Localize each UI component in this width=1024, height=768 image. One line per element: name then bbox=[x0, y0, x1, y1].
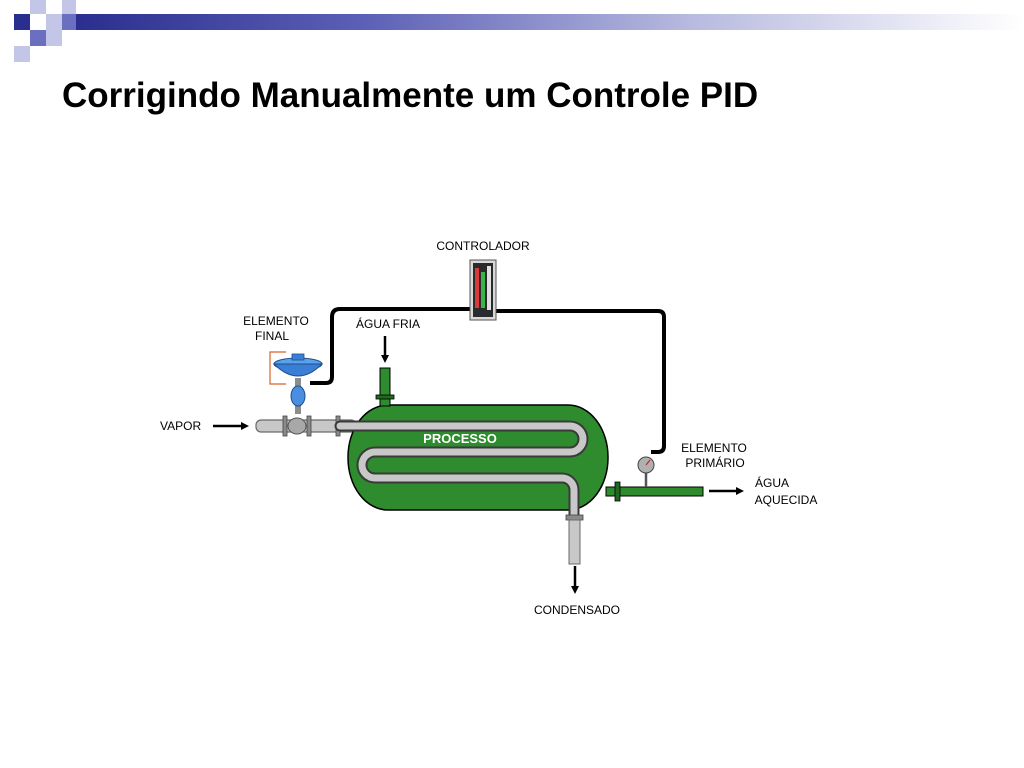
controller bbox=[469, 259, 497, 321]
label-elemento-primario-line2: PRIMÁRIO bbox=[685, 455, 744, 470]
cold-water-arrow-head bbox=[381, 355, 389, 363]
controller-bar-white bbox=[487, 266, 491, 310]
controller-bar-green bbox=[481, 272, 485, 308]
condensate-flange bbox=[565, 514, 584, 521]
control-valve bbox=[269, 351, 324, 414]
label-condensado: CONDENSADO bbox=[534, 603, 620, 617]
cold-water-flange bbox=[375, 394, 395, 400]
cold-water-nozzle bbox=[379, 367, 391, 407]
label-elemento-final-line2: FINAL bbox=[255, 329, 289, 343]
cold-water-arrow bbox=[381, 336, 389, 363]
valve-positioner-tube bbox=[269, 351, 286, 385]
deco-square bbox=[30, 0, 46, 14]
valve-yoke bbox=[290, 385, 306, 407]
label-agua-aquecida-line2: AQUECIDA bbox=[755, 493, 818, 507]
valve-actuator-diaphragm bbox=[272, 363, 324, 377]
signal-line-to-sensor bbox=[496, 309, 666, 454]
coil-fill bbox=[336, 422, 587, 526]
pipe-flange bbox=[306, 415, 312, 437]
label-elemento-final-line1: ELEMENTO bbox=[243, 314, 309, 328]
hot-water-pipe bbox=[605, 486, 704, 497]
label-controlador: CONTROLADOR bbox=[436, 239, 530, 253]
label-processo: PROCESSO bbox=[423, 431, 497, 446]
deco-square bbox=[62, 14, 76, 30]
deco-square bbox=[46, 30, 62, 46]
condensate-outlet bbox=[565, 514, 584, 594]
signal-lines bbox=[310, 307, 666, 454]
hot-water-flange bbox=[614, 481, 621, 502]
label-elemento-primario-line1: ELEMENTO bbox=[681, 441, 747, 455]
header-bar bbox=[76, 14, 1024, 30]
deco-square bbox=[62, 0, 76, 14]
slide-title: Corrigindo Manualmente um Controle PID bbox=[62, 76, 759, 115]
sensor-needle bbox=[645, 459, 651, 466]
label-vapor: VAPOR bbox=[160, 419, 201, 433]
deco-square bbox=[30, 30, 46, 46]
valve-body bbox=[287, 417, 307, 435]
deco-square bbox=[14, 14, 30, 30]
label-agua-fria: ÁGUA FRIA bbox=[356, 316, 420, 331]
valve-actuator-cap bbox=[291, 353, 305, 361]
corner-decoration bbox=[0, 0, 90, 70]
deco-square bbox=[14, 46, 30, 62]
vapor-arrow-head bbox=[241, 422, 249, 430]
hot-water-arrow-head bbox=[736, 487, 744, 495]
pipe-flange bbox=[282, 415, 288, 437]
condensate-pipe bbox=[568, 519, 581, 565]
hot-water-outlet bbox=[605, 481, 744, 502]
heating-coil bbox=[334, 420, 589, 528]
controller-bar-red bbox=[475, 268, 479, 308]
label-agua-aquecida-line1: ÁGUA bbox=[755, 475, 789, 490]
deco-square bbox=[46, 14, 62, 30]
condensate-arrow-head bbox=[571, 586, 579, 594]
signal-line-to-valve bbox=[310, 307, 470, 385]
vapor-arrow bbox=[213, 422, 249, 430]
primary-element bbox=[637, 456, 655, 487]
